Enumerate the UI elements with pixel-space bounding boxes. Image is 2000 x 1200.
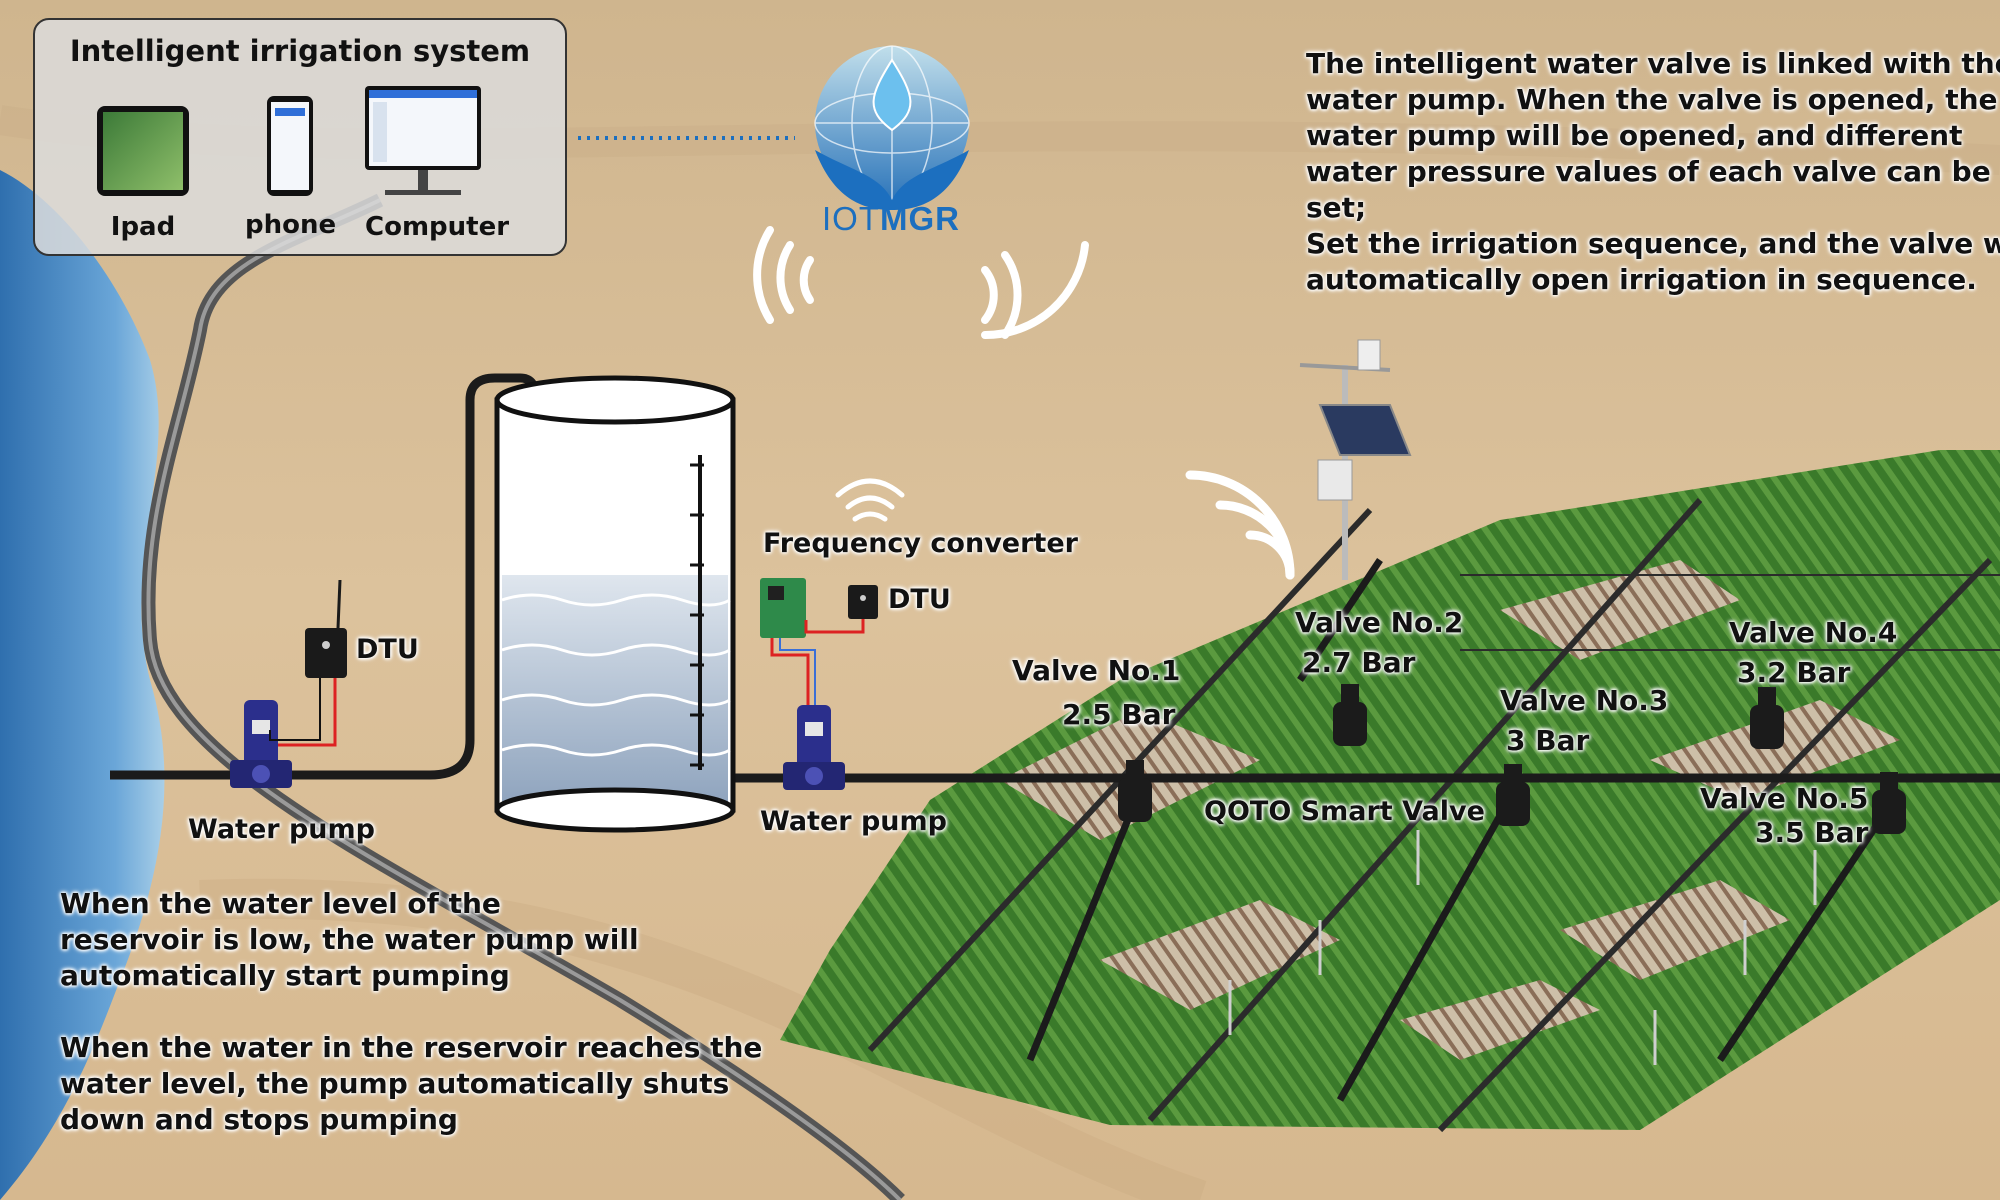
description-bottom-2: When the water in the reservoir reaches … xyxy=(60,1030,762,1138)
description-bottom-2-line: When the water in the reservoir reaches … xyxy=(60,1031,763,1064)
valve-4-device xyxy=(1750,687,1784,749)
valve-5-pressure: 3.5 Bar xyxy=(1755,816,1869,849)
water-pump-right xyxy=(783,705,845,790)
label-dtu-right: DTU xyxy=(888,584,951,615)
valve-5-device xyxy=(1872,772,1906,834)
valve-2-pressure: 2.7 Bar xyxy=(1302,646,1416,679)
logo-text-prefix: IOT xyxy=(822,200,880,237)
valve-1-device xyxy=(1118,760,1152,822)
iotmgr-logo-text: IOTMGR xyxy=(822,200,960,238)
description-bottom-1-line: reservoir is low, the water pump will xyxy=(60,923,639,956)
wifi-icon-converter xyxy=(835,478,905,522)
frequency-converter-device xyxy=(760,578,806,638)
label-smart-valve: QOTO Smart Valve xyxy=(1204,796,1485,827)
description-top: The intelligent water valve is linked wi… xyxy=(1306,46,2000,298)
label-frequency-converter: Frequency converter xyxy=(763,528,1078,559)
description-top-line: automatically open irrigation in sequenc… xyxy=(1306,263,1977,296)
valve-5-name: Valve No.5 xyxy=(1700,782,1869,815)
sprinklers xyxy=(1228,830,1817,1065)
valve-4-name: Valve No.4 xyxy=(1729,616,1898,649)
valve-3-name: Valve No.3 xyxy=(1500,684,1669,717)
valve-2-device xyxy=(1333,684,1367,746)
weather-station xyxy=(1299,339,1412,580)
valve-4-pressure: 3.2 Bar xyxy=(1737,656,1851,689)
description-top-line: water pressure values of each valve can … xyxy=(1306,155,1991,188)
description-bottom-1-line: automatically start pumping xyxy=(60,959,510,992)
description-top-line: The intelligent water valve is linked wi… xyxy=(1306,47,2000,80)
wifi-icon-weather-station xyxy=(1185,470,1295,580)
wifi-icon-logo-left xyxy=(753,226,814,324)
description-bottom-2-line: down and stops pumping xyxy=(60,1103,458,1136)
description-bottom-1-line: When the water level of the xyxy=(60,887,501,920)
device-label-phone: phone xyxy=(245,210,337,240)
ipad-device xyxy=(97,106,189,196)
dtu-right-device xyxy=(848,585,878,619)
description-top-line: set; xyxy=(1306,191,1367,224)
irrigation-system-panel: Intelligent irrigation system Ipad phone… xyxy=(33,18,567,256)
description-bottom-2-line: water level, the pump automatically shut… xyxy=(60,1067,730,1100)
reservoir-tank xyxy=(494,375,736,833)
description-top-line: water pump will be opened, and different xyxy=(1306,119,1963,152)
label-dtu-left: DTU xyxy=(356,634,419,665)
iotmgr-logo-globe xyxy=(814,45,970,210)
label-water-pump-right: Water pump xyxy=(760,806,947,837)
computer-base xyxy=(385,190,461,195)
computer-stand xyxy=(418,170,428,192)
logo-text-suffix: MGR xyxy=(880,200,960,237)
device-label-ipad: Ipad xyxy=(110,212,176,242)
computer-device xyxy=(365,86,481,170)
system-panel-title: Intelligent irrigation system xyxy=(69,34,531,68)
phone-device xyxy=(267,96,313,196)
valve-1-pressure: 2.5 Bar xyxy=(1062,698,1176,731)
label-water-pump-left: Water pump xyxy=(188,814,375,845)
water-pump-left xyxy=(230,700,292,788)
description-top-line: water pump. When the valve is opened, th… xyxy=(1306,83,1998,116)
device-label-computer: Computer xyxy=(365,212,510,242)
valve-3-pressure: 3 Bar xyxy=(1506,724,1590,757)
wifi-icon-logo-right xyxy=(981,241,1089,340)
lake xyxy=(0,170,165,1200)
description-top-line: Set the irrigation sequence, and the val… xyxy=(1306,227,2000,260)
valve-1-name: Valve No.1 xyxy=(1012,654,1181,687)
valve-2-name: Valve No.2 xyxy=(1295,606,1464,639)
dtu-left-device xyxy=(305,579,347,678)
description-bottom-1: When the water level of the reservoir is… xyxy=(60,886,639,994)
valve-3-device xyxy=(1496,764,1530,826)
